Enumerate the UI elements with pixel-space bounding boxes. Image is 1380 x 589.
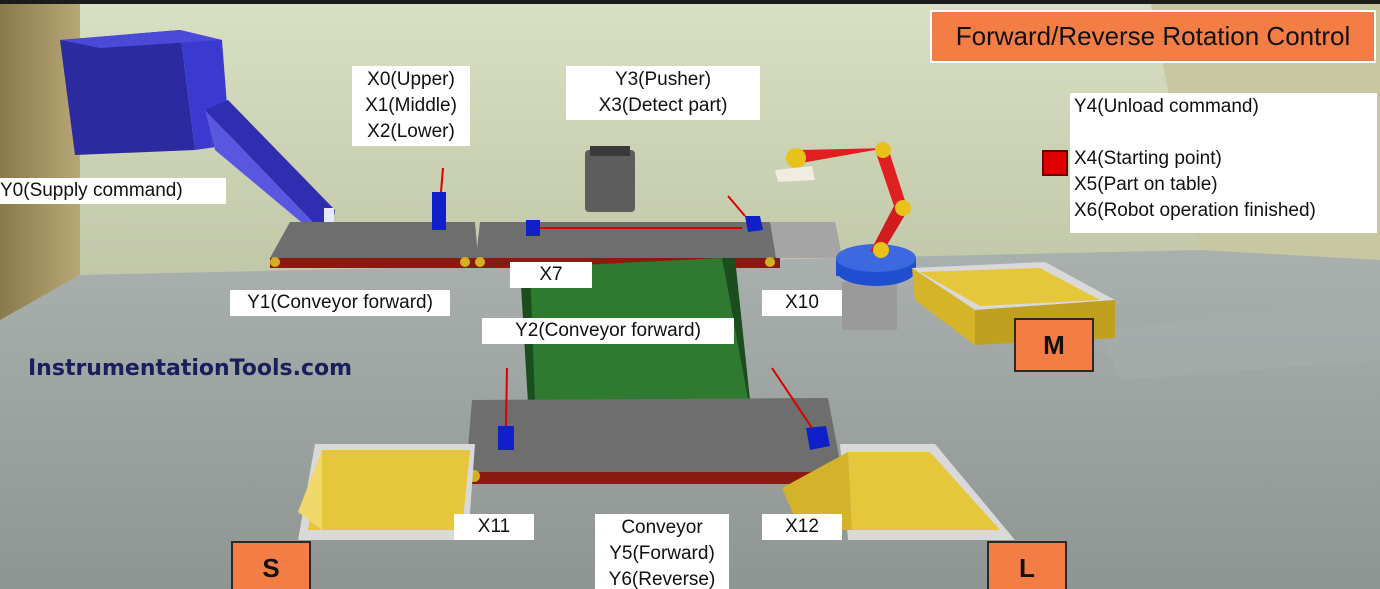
bin-label-small: S bbox=[231, 541, 311, 589]
label-conveyor-3-forward: Y5(Forward) bbox=[609, 543, 715, 564]
floor-right-edge bbox=[1100, 300, 1380, 380]
label-conveyor-3-group: Conveyor Y5(Forward) Y6(Reverse) bbox=[595, 514, 729, 589]
label-conveyor-2-forward: Y2(Conveyor forward) bbox=[482, 318, 734, 344]
page-title: Forward/Reverse Rotation Control bbox=[930, 10, 1376, 63]
label-unload-command: Y4(Unload command) bbox=[1074, 96, 1259, 117]
label-lift-lower: X2(Lower) bbox=[367, 121, 455, 142]
lift-sensor-icon bbox=[432, 167, 446, 230]
label-conveyor-3-title: Conveyor bbox=[621, 517, 703, 538]
label-lift-sensors: X0(Upper) X1(Middle) X2(Lower) bbox=[352, 66, 470, 146]
robot-pedestal bbox=[836, 244, 916, 330]
label-starting-point: X4(Starting point) bbox=[1074, 148, 1222, 169]
label-x7: X7 bbox=[510, 262, 592, 288]
pusher-cylinder-icon bbox=[585, 146, 635, 212]
bin-label-large: L bbox=[987, 541, 1067, 589]
start-point-button[interactable] bbox=[1042, 150, 1068, 176]
label-part-on-table: X5(Part on table) bbox=[1074, 174, 1218, 195]
label-x10: X10 bbox=[762, 290, 842, 316]
label-supply-command: Y0(Supply command) bbox=[0, 178, 226, 204]
label-conveyor-3-reverse: Y6(Reverse) bbox=[608, 569, 716, 589]
detect-sensor-icon bbox=[526, 195, 763, 236]
label-lift-middle: X1(Middle) bbox=[365, 95, 457, 116]
label-pusher-group: Y3(Pusher) X3(Detect part) bbox=[566, 66, 760, 120]
label-robot-finished: X6(Robot operation finished) bbox=[1074, 200, 1316, 221]
bottom-sensor-left-icon bbox=[498, 367, 514, 450]
watermark: InstrumentationTools.com bbox=[28, 356, 353, 381]
robot-arm-icon bbox=[775, 142, 911, 258]
bottom-sensor-right-icon bbox=[771, 367, 830, 450]
left-wall bbox=[0, 0, 80, 320]
label-x11: X11 bbox=[454, 514, 534, 540]
window-top-border bbox=[0, 0, 1380, 4]
feeder-hopper-icon bbox=[60, 30, 230, 155]
label-lift-upper: X0(Upper) bbox=[367, 69, 455, 90]
label-spacer bbox=[1074, 120, 1377, 146]
label-x12: X12 bbox=[762, 514, 842, 540]
label-detect-part: X3(Detect part) bbox=[598, 95, 728, 116]
label-robot-group: Y4(Unload command) X4(Starting point) X5… bbox=[1070, 93, 1377, 233]
conveyor-1 bbox=[270, 222, 478, 268]
bin-small-icon bbox=[298, 444, 475, 540]
bin-large-icon bbox=[782, 444, 1015, 540]
conveyor-3 bbox=[466, 398, 842, 484]
label-pusher: Y3(Pusher) bbox=[614, 69, 712, 90]
label-conveyor-1-forward: Y1(Conveyor forward) bbox=[230, 290, 450, 316]
bin-label-medium: M bbox=[1014, 318, 1094, 372]
